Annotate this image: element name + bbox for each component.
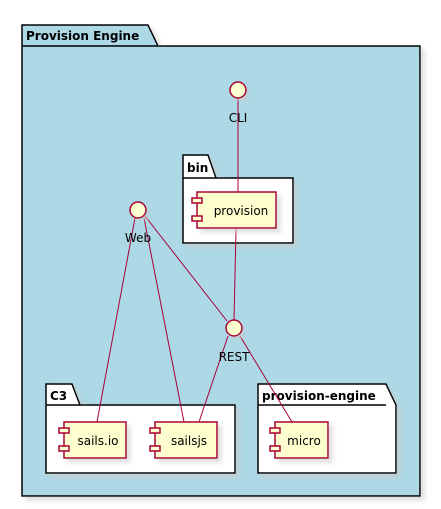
edge-web-rest [144, 215, 228, 322]
edge-rest-sailsjs [198, 335, 229, 423]
component-port-icon [269, 427, 281, 434]
edges [96, 98, 293, 423]
package-title-c3: C3 [50, 389, 67, 403]
component-micro: micro [269, 421, 329, 459]
interface-label-rest: REST [219, 350, 251, 364]
component-port-icon [191, 215, 203, 222]
component-port-icon [191, 197, 203, 204]
component-port-icon [269, 445, 281, 452]
interface-cli: CLI [229, 81, 248, 125]
web-interface-icon [129, 201, 147, 219]
component-label-provision: provision [214, 204, 269, 218]
component-label-sailsjs: sailsjs [171, 434, 207, 448]
rest-interface-icon [225, 319, 243, 337]
edge-web-sailsio [96, 217, 136, 423]
edge-provision-rest [233, 228, 237, 321]
package-title-bin: bin [187, 161, 208, 175]
interface-label-cli: CLI [229, 111, 248, 125]
edge-rest-micro [239, 335, 293, 423]
component-provision: provision [191, 191, 277, 229]
component-port-icon [58, 445, 70, 452]
component-sails-io: sails.io [58, 421, 127, 459]
component-label-sails-io: sails.io [77, 434, 118, 448]
component-port-icon [58, 427, 70, 434]
cli-interface-icon [229, 81, 247, 99]
package-title-provision-engine: Provision Engine [26, 29, 139, 43]
component-port-icon [149, 445, 161, 452]
interface-web: Web [125, 201, 151, 245]
component-port-icon [149, 427, 161, 434]
edge-web-sailsjs [143, 217, 185, 423]
component-label-micro: micro [287, 434, 321, 448]
interface-label-web: Web [125, 231, 151, 245]
package-provision-engine: Provision Engine [21, 24, 421, 497]
package-title-provision-engine-pkg: provision-engine [262, 389, 376, 403]
interface-rest: REST [219, 319, 251, 364]
component-sailsjs: sailsjs [149, 421, 218, 459]
